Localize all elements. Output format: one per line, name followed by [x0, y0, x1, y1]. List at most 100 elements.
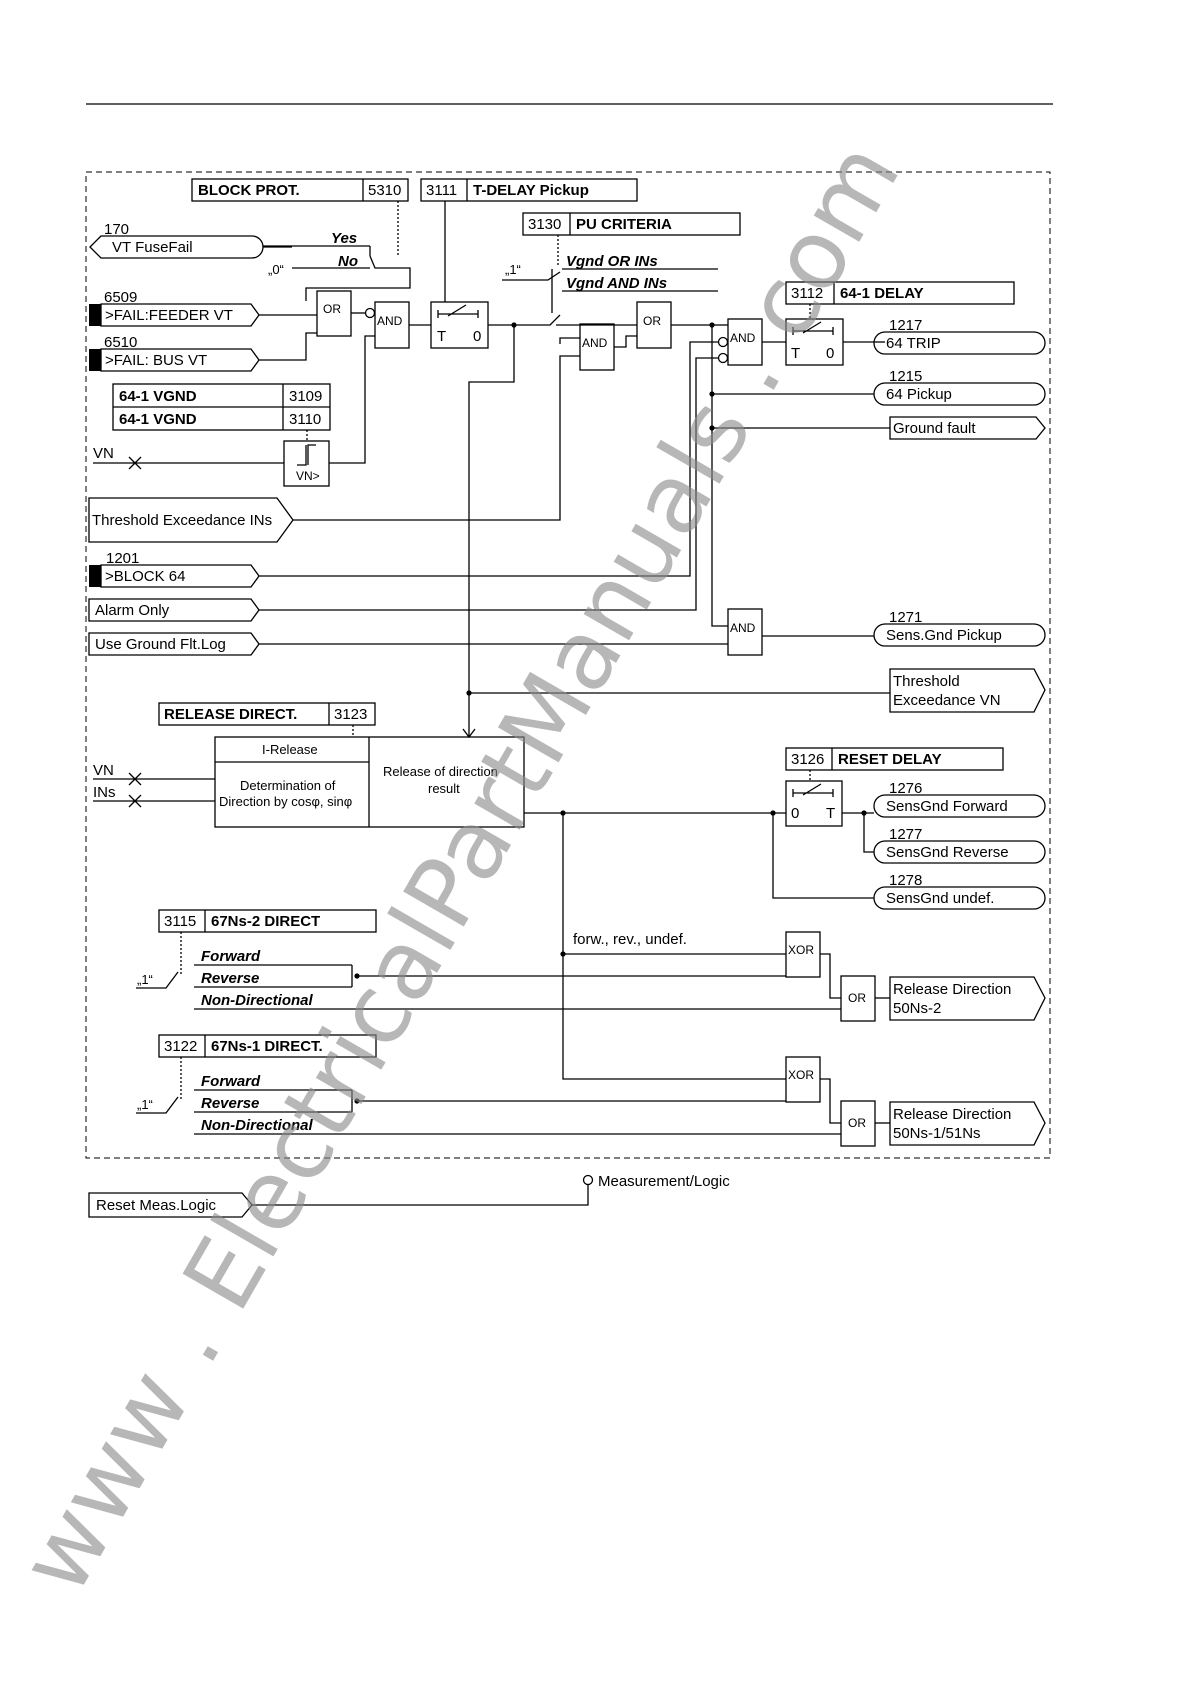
t-delay-label: T-DELAY Pickup	[473, 182, 589, 199]
output-threshold-vn: Threshold Exceedance VN	[889, 668, 1046, 713]
pu-default: „1“	[505, 262, 521, 277]
gate-and-3: AND	[717, 318, 763, 366]
pu-criteria-switch: Vgnd OR INs Vgnd AND INs „1“	[502, 235, 718, 292]
rel-line2: result	[428, 781, 460, 796]
svg-text:64 TRIP: 64 TRIP	[886, 335, 941, 352]
67ns2-reverse: Reverse	[201, 970, 259, 987]
svg-text:AND: AND	[582, 336, 608, 350]
param-t-delay: 3111 T-DELAY Pickup	[420, 178, 638, 202]
fail-feeder-num: 6509	[104, 289, 137, 306]
reset-meas-label: Reset Meas.Logic	[96, 1197, 217, 1214]
svg-text:Exceedance VN: Exceedance VN	[893, 692, 1001, 709]
pu-opt-or: Vgnd OR INs	[566, 253, 658, 270]
vt-fusefail-num: 170	[104, 221, 129, 238]
svg-text:1271: 1271	[889, 609, 922, 626]
param-block-prot: BLOCK PROT. 5310	[191, 178, 409, 202]
svg-text:Ground fault: Ground fault	[893, 420, 976, 437]
67ns2-code: 3115	[164, 913, 196, 930]
delay-64-1-label: 64-1 DELAY	[840, 285, 924, 302]
gate-or-2: OR	[636, 301, 672, 349]
timer-pickup: T 0	[430, 301, 489, 349]
fail-bus-num: 6510	[104, 334, 137, 351]
svg-text:OR: OR	[848, 1116, 866, 1130]
fail-bus-label: >FAIL: BUS VT	[105, 352, 207, 369]
67ns1-label: 67Ns-1 DIRECT.	[211, 1038, 323, 1055]
ins-label: INs	[93, 784, 116, 801]
gate-xor-2: XOR	[785, 1056, 821, 1103]
switch-no: No	[338, 253, 358, 270]
alarm-only-label: Alarm Only	[95, 602, 170, 619]
output-trip: 1217 64 TRIP	[873, 317, 1046, 355]
svg-text:SensGnd undef.: SensGnd undef.	[886, 890, 994, 907]
switch-yes: Yes	[331, 230, 357, 247]
timer-64-1: T 0	[785, 318, 844, 366]
gate-or-3: OR	[840, 975, 876, 1022]
svg-text:64 Pickup: 64 Pickup	[886, 386, 952, 403]
67ns2-default: „1“	[137, 972, 153, 987]
input-fail-bus: 6510 >FAIL: BUS VT	[89, 334, 260, 372]
67ns1-reverse: Reverse	[201, 1095, 259, 1112]
svg-text:1276: 1276	[889, 780, 922, 797]
svg-text:50Ns-2: 50Ns-2	[893, 1000, 941, 1017]
gate-and-2: AND	[579, 323, 615, 371]
param-64-1-delay: 3112 64-1 DELAY	[785, 281, 1015, 305]
param-67ns1: 3122 67Ns-1 DIRECT.	[158, 1034, 377, 1058]
reset-delay-label: RESET DELAY	[838, 751, 942, 768]
pu-criteria-code: 3130	[528, 216, 561, 233]
use-ground-label: Use Ground Flt.Log	[95, 636, 226, 653]
gate-or-4: OR	[840, 1100, 876, 1147]
67ns2-forward: Forward	[201, 948, 261, 965]
block-prot-label: BLOCK PROT.	[198, 182, 300, 199]
svg-text:Release Direction: Release Direction	[893, 981, 1011, 998]
input-alarm-only: Alarm Only	[88, 598, 260, 622]
function-frame	[85, 171, 1051, 1159]
gate-xor-1: XOR	[785, 931, 821, 978]
67ns1-code: 3122	[164, 1038, 197, 1055]
svg-text:0: 0	[473, 328, 481, 345]
svg-text:OR: OR	[323, 302, 341, 316]
fail-feeder-label: >FAIL:FEEDER VT	[105, 307, 233, 324]
svg-text:1217: 1217	[889, 317, 922, 334]
pu-criteria-label: PU CRITERIA	[576, 216, 672, 233]
vgnd-1-label: 64-1 VGND	[119, 388, 197, 405]
reset-meas-logic: Reset Meas.Logic Measurement/Logic	[88, 1173, 730, 1218]
rel-line1: Release of direction	[383, 764, 498, 779]
det-line1: Determination of	[240, 778, 336, 793]
svg-text:Sens.Gnd Pickup: Sens.Gnd Pickup	[886, 627, 1002, 644]
param-67ns2: 3115 67Ns-2 DIRECT	[158, 909, 377, 933]
output-sens-gnd-pickup: 1271 Sens.Gnd Pickup	[873, 609, 1046, 647]
svg-text:0: 0	[826, 345, 834, 362]
svg-text:AND: AND	[730, 331, 756, 345]
gate-and-4: AND	[727, 608, 763, 656]
output-fwd: 1276 SensGnd Forward	[873, 780, 1046, 818]
input-vt-fusefail: 170 VT FuseFail	[89, 221, 292, 259]
svg-text:T: T	[826, 805, 835, 822]
svg-text:1215: 1215	[889, 368, 922, 385]
svg-text:1278: 1278	[889, 872, 922, 889]
output-rel-50ns2: Release Direction 50Ns-2	[889, 976, 1046, 1021]
param-reset-delay: 3126 RESET DELAY	[785, 747, 1004, 771]
input-block64: 1201 >BLOCK 64	[89, 550, 260, 588]
67ns2-nondir: Non-Directional	[201, 992, 314, 1009]
release-direct-code: 3123	[334, 706, 367, 723]
output-rel-50ns1: Release Direction 50Ns-1/51Ns	[889, 1101, 1046, 1146]
block64-num: 1201	[106, 550, 139, 567]
vn-threshold-element: VN>	[283, 440, 330, 487]
67ns2-label: 67Ns-2 DIRECT	[211, 913, 320, 930]
input-use-ground: Use Ground Flt.Log	[88, 632, 260, 656]
gate-and-1: AND	[364, 301, 410, 349]
vgnd-2-code: 3110	[289, 411, 321, 428]
67ns2-switch: Forward Reverse Non-Directional „1“	[136, 932, 841, 1010]
67ns1-forward: Forward	[201, 1073, 261, 1090]
67ns1-switch: Forward Reverse Non-Directional „1“	[136, 1057, 841, 1135]
67ns1-default: „1“	[137, 1097, 153, 1112]
svg-text:SensGnd Forward: SensGnd Forward	[886, 798, 1008, 815]
svg-text:Threshold: Threshold	[893, 673, 960, 690]
wiring: forw., rev., undef.	[259, 201, 890, 1124]
input-vn: VN	[93, 445, 284, 470]
svg-text:50Ns-1/51Ns: 50Ns-1/51Ns	[893, 1125, 981, 1142]
vgnd-2-label: 64-1 VGND	[119, 411, 197, 428]
vt-fusefail-label: VT FuseFail	[112, 239, 193, 256]
67ns1-nondir: Non-Directional	[201, 1117, 314, 1134]
